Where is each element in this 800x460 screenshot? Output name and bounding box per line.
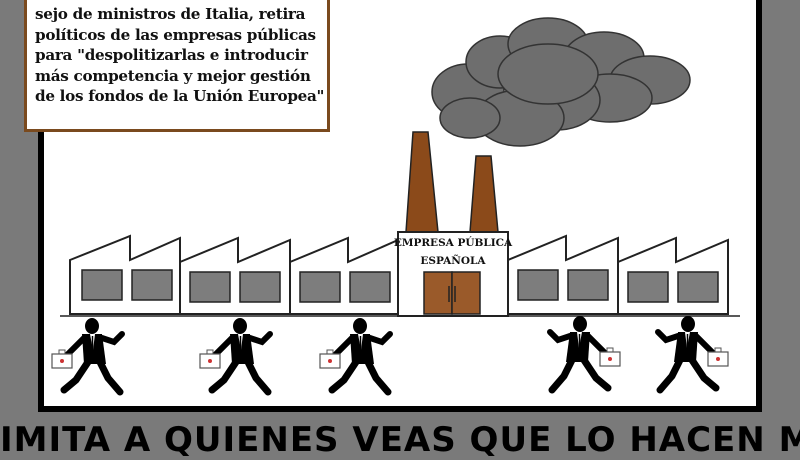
sign-line-1: EMPRESA PÚBLICA: [394, 235, 513, 249]
caption-line-1: sejo de ministros de Italia, retira: [35, 5, 306, 23]
caption-line-5: de los fondos de la Unión Europea": [35, 87, 325, 106]
caption-line-4: más competencia y mejor gestión: [35, 66, 311, 85]
caption-line-2: políticos de las empresas públicas: [35, 25, 316, 44]
factory-door: [423, 271, 481, 315]
bottom-title: IMITA A QUIENES VEAS QUE LO HACEN MEJOR: [0, 420, 800, 460]
factory-windows: [81, 269, 719, 303]
smoke-cloud: [431, 17, 691, 147]
caption-line-3: para "despolitizarlas e introducir: [35, 46, 308, 65]
sign-line-2: ESPAÑOLA: [420, 253, 486, 267]
caption-box: sejo de ministros de Italia, retira polí…: [24, 0, 330, 132]
